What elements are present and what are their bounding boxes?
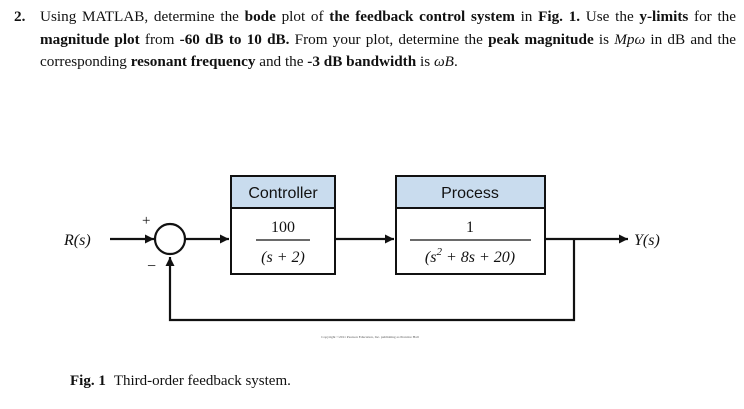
q-bold: the feedback control system — [329, 8, 515, 25]
mpw-symbol: Mpω — [614, 30, 646, 48]
q-text: . — [453, 53, 458, 70]
controller-title: Controller — [248, 185, 318, 202]
minus-sign: − — [147, 258, 156, 275]
output-label: Y(s) — [634, 232, 660, 249]
figure-caption: Fig. 1 Third-order feedback system. — [70, 373, 291, 390]
controller-denominator: (s + 2) — [261, 249, 305, 266]
q-text: Using MATLAB, determine the — [40, 8, 245, 25]
wb-symbol: ωB — [433, 53, 454, 70]
q-text: is — [593, 30, 615, 48]
q-text: in dB and the corresponding — [40, 30, 736, 71]
process-block — [395, 175, 546, 275]
question-text: 2. Using MATLAB, determine the bode plot … — [14, 6, 736, 74]
caption-text: Third-order feedback system. — [113, 373, 291, 389]
copyright-text: Copyright ©2011 Pearson Education, Inc. … — [321, 334, 418, 340]
q-text: Use the — [580, 8, 640, 25]
q-bold: magnitude plot — [40, 30, 140, 48]
q-bold: peak magnitude — [488, 30, 594, 48]
caption-label: Fig. 1 — [70, 373, 106, 389]
process-denominator: (s2 + 8s + 20) — [425, 246, 515, 266]
q-bold: resonant frequency — [130, 53, 256, 70]
plus-sign: + — [142, 213, 150, 229]
input-label: R(s) — [63, 232, 91, 249]
question-number: 2. — [14, 8, 26, 25]
q-text: From your plot, determine the — [289, 30, 489, 48]
q-text: is — [416, 53, 434, 70]
process-numerator: 1 — [466, 219, 474, 236]
q-bold: -60 dB to 10 dB. — [179, 30, 290, 48]
q-text: for the — [688, 8, 737, 25]
q-text: from — [139, 30, 180, 48]
q-text: plot of — [275, 8, 330, 25]
q-text: in — [514, 8, 539, 25]
q-bold: bode — [244, 8, 276, 25]
q-text: and the — [255, 53, 308, 70]
controller-block — [230, 175, 336, 275]
q-bold: y-limits — [639, 8, 689, 25]
summing-junction — [153, 222, 187, 256]
q-bold: -3 dB bandwidth — [307, 53, 417, 70]
q-bold: Fig. 1. — [538, 8, 581, 25]
process-title: Process — [441, 185, 499, 202]
feedback-path — [165, 239, 576, 322]
controller-numerator: 100 — [271, 219, 295, 236]
